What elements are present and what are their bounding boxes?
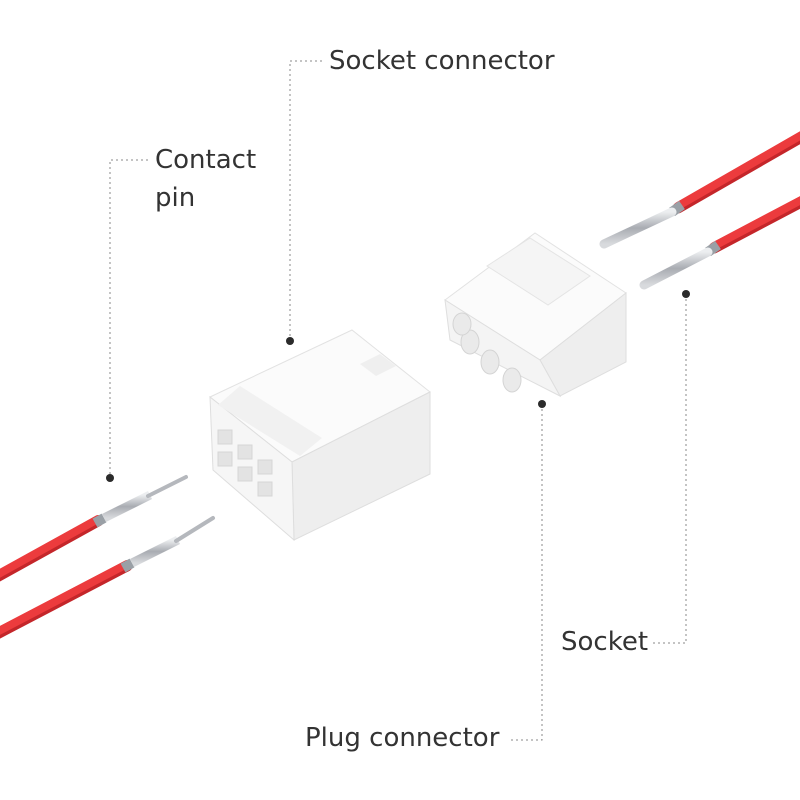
leader-socket-connector: [289, 60, 322, 341]
label-socket-connector: Socket connector: [329, 46, 555, 76]
right-wire-upper: [599, 131, 800, 249]
label-plug-connector: Plug connector: [305, 723, 500, 753]
leader-dots: [106, 290, 690, 482]
label-contact-pin: Contact pin: [155, 141, 256, 217]
leader-socket: [652, 294, 687, 644]
socket-connector-housing: [209, 329, 431, 542]
leader-lines: [109, 60, 687, 741]
right-wire-lower: [639, 196, 800, 290]
left-wire-upper: [0, 475, 188, 582]
left-wire-lower: [0, 516, 215, 639]
leader-contact-pin: [109, 159, 148, 478]
dot-contact-pin: [106, 474, 114, 482]
label-socket: Socket: [561, 627, 649, 657]
dot-socket-connector: [286, 337, 294, 345]
label-contact-pin-line-1: Contact: [155, 145, 257, 175]
dot-plug-connector: [538, 400, 546, 408]
plug-connector-housing: [444, 232, 627, 398]
dot-socket: [682, 290, 690, 298]
label-contact-pin-line-2: pin: [155, 183, 196, 213]
leader-plug-connector: [510, 404, 543, 741]
